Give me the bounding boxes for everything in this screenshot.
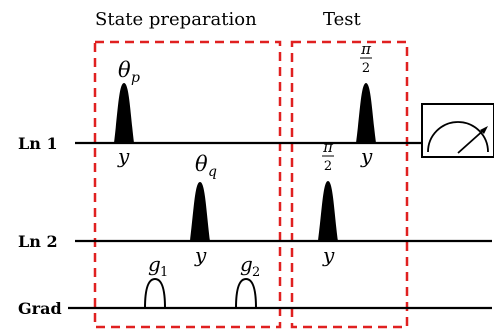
- measurement-meter-icon: [421, 103, 494, 158]
- grad-label: Grad: [18, 299, 62, 318]
- g2-symbol: g: [240, 252, 253, 276]
- theta-q-subscript: q: [208, 164, 217, 180]
- ln2-test-pulse: [318, 181, 338, 241]
- ln1-test-phase: y: [360, 144, 373, 168]
- ln2-label: Ln 2: [18, 232, 58, 251]
- g2-subscript: 2: [252, 265, 260, 280]
- ln2-test-numerator: π: [322, 138, 334, 156]
- theta-q-phase: y: [194, 243, 207, 267]
- ln1-test-numerator: π: [360, 40, 372, 58]
- header-test: Test: [323, 9, 361, 30]
- ln1-test-denominator: 2: [362, 61, 370, 76]
- g1-subscript: 1: [160, 265, 168, 280]
- theta-p-subscript: p: [131, 70, 140, 86]
- theta-q-pulse: [190, 182, 210, 241]
- ln2-test-phase: y: [322, 243, 335, 267]
- ln2-test-denominator: 2: [324, 159, 332, 174]
- test-box: [290, 40, 409, 329]
- header-state-preparation: State preparation: [95, 9, 257, 30]
- state-preparation-box: [93, 40, 282, 329]
- theta-p-pulse: [114, 83, 134, 143]
- ln1-test-pulse: [356, 83, 376, 143]
- g1-gradient-pulse: [144, 277, 166, 309]
- theta-q-symbol: θ: [195, 152, 208, 176]
- theta-p-phase: y: [117, 144, 130, 168]
- theta-p-symbol: θ: [118, 58, 131, 82]
- g1-symbol: g: [148, 252, 161, 276]
- ln1-label: Ln 1: [18, 134, 58, 153]
- g2-gradient-pulse: [235, 277, 257, 309]
